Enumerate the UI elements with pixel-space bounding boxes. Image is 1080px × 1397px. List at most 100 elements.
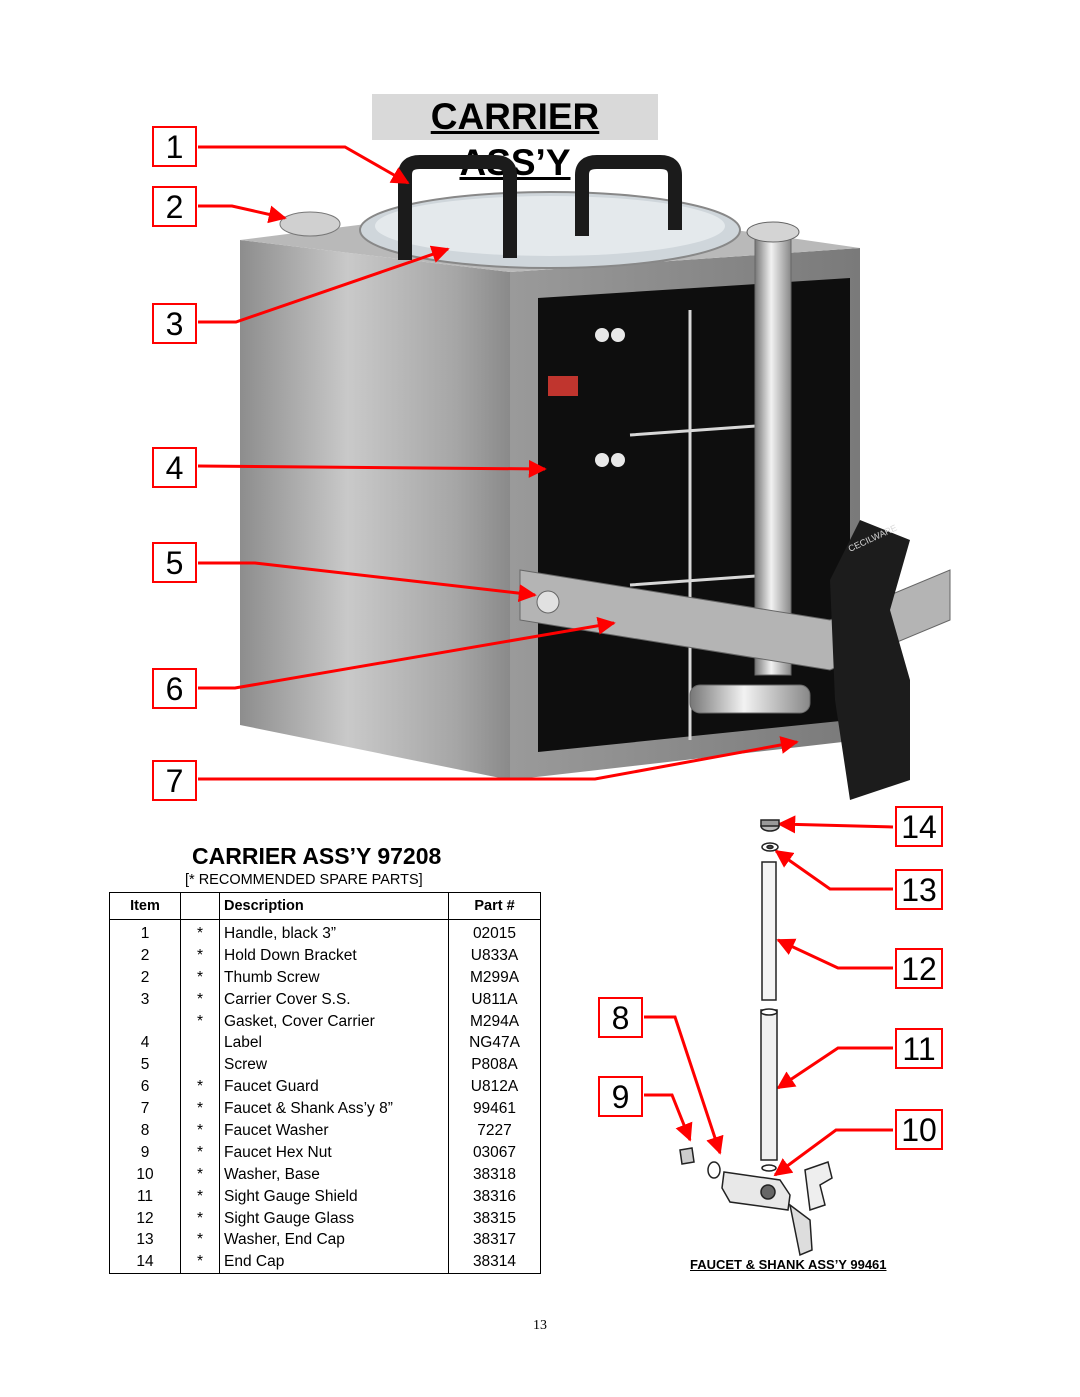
row-spare-marker: * — [180, 1207, 220, 1230]
row-item: 14 — [109, 1251, 181, 1275]
row-part-number: NG47A — [448, 1032, 541, 1055]
row-spare-marker: * — [180, 1229, 220, 1252]
faucet-washer-part — [707, 1161, 721, 1179]
carrier-photo: CECILWARE — [240, 155, 951, 800]
row-part-number: 38318 — [448, 1163, 541, 1186]
row-item: 2 — [109, 966, 181, 989]
leader-2 — [198, 204, 287, 224]
row-description: Thumb Screw — [219, 966, 449, 989]
row-spare-marker: * — [180, 1120, 220, 1142]
row-spare-marker — [180, 1054, 220, 1077]
callout-11: 11 — [895, 1028, 943, 1069]
row-item — [109, 1010, 181, 1033]
row-item: 3 — [109, 988, 181, 1011]
guard-screw — [536, 590, 560, 614]
row-part-number: 38314 — [448, 1251, 541, 1275]
thumb-screw — [279, 211, 341, 237]
callout-10: 10 — [895, 1109, 943, 1150]
page-number: 13 — [533, 1318, 547, 1333]
page-title: CARRIER ASS’Y — [372, 94, 658, 183]
sight-gauge-glass-part — [761, 861, 777, 1001]
row-description: Handle, black 3” — [219, 919, 449, 945]
row-item: 7 — [109, 1098, 181, 1121]
row-description: Washer, Base — [219, 1163, 449, 1186]
row-spare-marker: * — [180, 1076, 220, 1099]
row-spare-marker: * — [180, 1141, 220, 1164]
row-description: Faucet Washer — [219, 1120, 449, 1142]
row-item: 13 — [109, 1229, 181, 1252]
callout-2: 2 — [152, 186, 197, 227]
faucet-shank — [689, 684, 811, 714]
leader-7 — [198, 736, 799, 781]
header-item: Item — [109, 892, 181, 920]
header-part-number: Part # — [448, 892, 541, 920]
faucet-assembly-caption: FAUCET & SHANK ASS’Y 99461 — [690, 1257, 887, 1272]
row-item: 11 — [109, 1185, 181, 1208]
carrier-body-front — [240, 240, 510, 780]
callout-9: 9 — [598, 1076, 643, 1117]
leader-5 — [198, 561, 537, 603]
leader-14 — [777, 815, 894, 834]
row-description: Sight Gauge Shield — [219, 1185, 449, 1208]
row-part-number: 7227 — [448, 1120, 541, 1142]
row-spare-marker: * — [180, 1163, 220, 1186]
row-description: Carrier Cover S.S. — [219, 988, 449, 1011]
leader-12 — [776, 938, 893, 970]
table-row: 1*Handle, black 3”02015 — [109, 919, 541, 945]
row-item: 4 — [109, 1032, 181, 1055]
sight-gauge-shield-part — [760, 1009, 778, 1161]
faucet-body-part — [721, 1171, 791, 1211]
row-part-number: 38316 — [448, 1185, 541, 1208]
leader-11 — [776, 1046, 893, 1090]
row-description: Washer, End Cap — [219, 1229, 449, 1252]
callout-1: 1 — [152, 126, 197, 167]
faucet-handle — [830, 520, 910, 800]
callout-4: 4 — [152, 447, 197, 488]
row-description: Sight Gauge Glass — [219, 1207, 449, 1230]
row-description: Faucet Hex Nut — [219, 1141, 449, 1164]
leader-6 — [198, 616, 616, 690]
row-part-number: U812A — [448, 1076, 541, 1099]
leader-1 — [198, 145, 410, 185]
row-spare-marker: * — [180, 988, 220, 1011]
cover-gasket — [375, 196, 725, 256]
assembly-title: CARRIER ASS’Y 97208 — [192, 843, 442, 869]
row-item: 9 — [109, 1141, 181, 1164]
callout-14: 14 — [895, 806, 943, 847]
leader-3 — [198, 245, 450, 324]
row-spare-marker: * — [180, 919, 220, 945]
leader-9 — [644, 1093, 693, 1142]
parts-table: Item Description Part # 1*Handle, black … — [109, 892, 541, 1275]
row-part-number: U833A — [448, 944, 541, 967]
row-item: 6 — [109, 1076, 181, 1099]
row-part-number: 99461 — [448, 1098, 541, 1121]
row-spare-marker: * — [180, 1098, 220, 1121]
row-item: 8 — [109, 1120, 181, 1142]
hex-nut-part — [679, 1147, 695, 1165]
row-spare-marker: * — [180, 1185, 220, 1208]
callout-6: 6 — [152, 668, 197, 709]
callout-13: 13 — [895, 869, 943, 910]
row-part-number: 03067 — [448, 1141, 541, 1164]
table-header-row: Item Description Part # — [109, 892, 541, 920]
row-item: 12 — [109, 1207, 181, 1230]
row-spare-marker: * — [180, 966, 220, 989]
row-part-number: U811A — [448, 988, 541, 1011]
sight-gauge-cap — [746, 221, 800, 243]
row-description: Gasket, Cover Carrier — [219, 1010, 449, 1033]
row-description: Hold Down Bracket — [219, 944, 449, 967]
leader-13 — [774, 849, 893, 891]
row-part-number: 38315 — [448, 1207, 541, 1230]
row-spare-marker: * — [180, 944, 220, 967]
